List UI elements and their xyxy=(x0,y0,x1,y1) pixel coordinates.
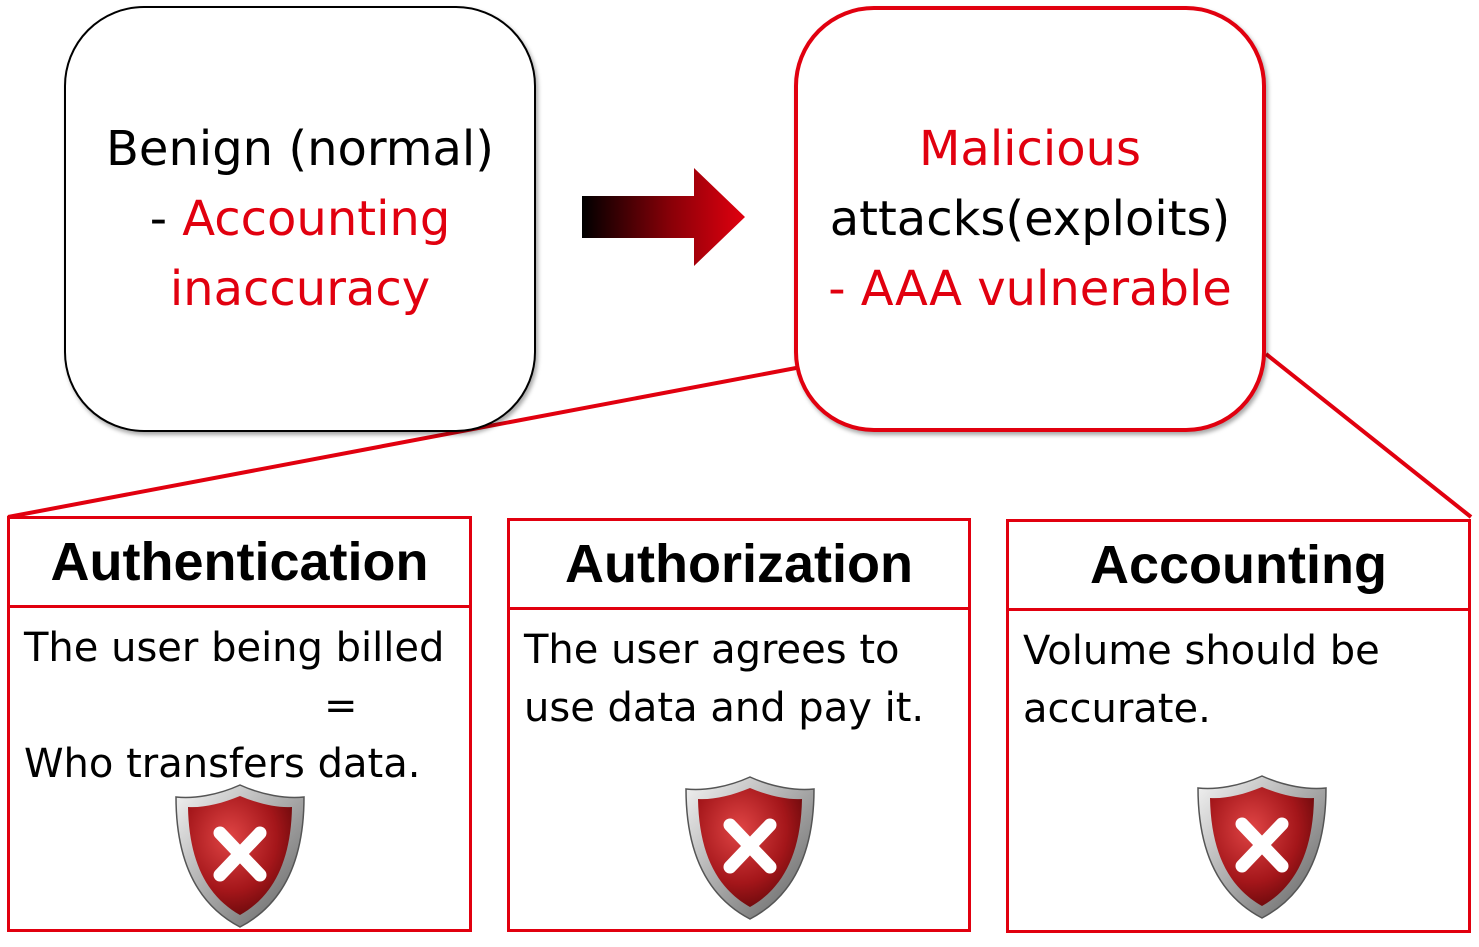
benign-title: Benign (normal) xyxy=(105,121,494,177)
gradient-arrow-icon xyxy=(582,168,745,266)
authentication-body: The user being billed = Who transfers da… xyxy=(24,619,459,793)
accounting-title: Accounting xyxy=(1009,522,1468,611)
authentication-line-1: The user being billed xyxy=(24,625,445,671)
authorization-body: The user agrees to use data and pay it. xyxy=(524,621,958,737)
authorization-line-1: The user agrees to xyxy=(524,627,900,673)
malicious-title: Malicious xyxy=(918,121,1142,177)
benign-inaccuracy-label: inaccuracy xyxy=(169,261,431,317)
shield-x-icon xyxy=(170,781,310,931)
accounting-line-2: accurate. xyxy=(1023,686,1211,732)
authentication-title: Authentication xyxy=(10,519,469,608)
benign-accounting-label: Accounting xyxy=(182,191,451,247)
benign-dash: - xyxy=(149,191,183,247)
malicious-box: Malicious attacks(exploits) - AAA vulner… xyxy=(794,6,1266,432)
zoom-line-right xyxy=(1264,352,1473,519)
authentication-line-3: Who transfers data. xyxy=(24,741,421,787)
malicious-aaa-label: - AAA vulnerable xyxy=(828,261,1232,317)
malicious-attacks-label: attacks(exploits) xyxy=(829,191,1231,247)
accounting-body: Volume should be accurate. xyxy=(1023,622,1458,738)
authorization-panel: Authorization The user agrees to use dat… xyxy=(507,518,971,932)
accounting-line-1: Volume should be xyxy=(1023,628,1380,674)
benign-box: Benign (normal) - Accounting inaccuracy xyxy=(64,6,536,432)
authentication-equals: = xyxy=(324,683,358,729)
authorization-line-2: use data and pay it. xyxy=(524,685,925,731)
authentication-panel: Authentication The user being billed = W… xyxy=(7,516,472,932)
shield-x-icon xyxy=(1192,772,1332,922)
shield-x-icon xyxy=(680,773,820,923)
authorization-title: Authorization xyxy=(510,521,968,610)
zoom-line-left xyxy=(7,366,797,519)
accounting-panel: Accounting Volume should be accurate. xyxy=(1006,519,1471,933)
